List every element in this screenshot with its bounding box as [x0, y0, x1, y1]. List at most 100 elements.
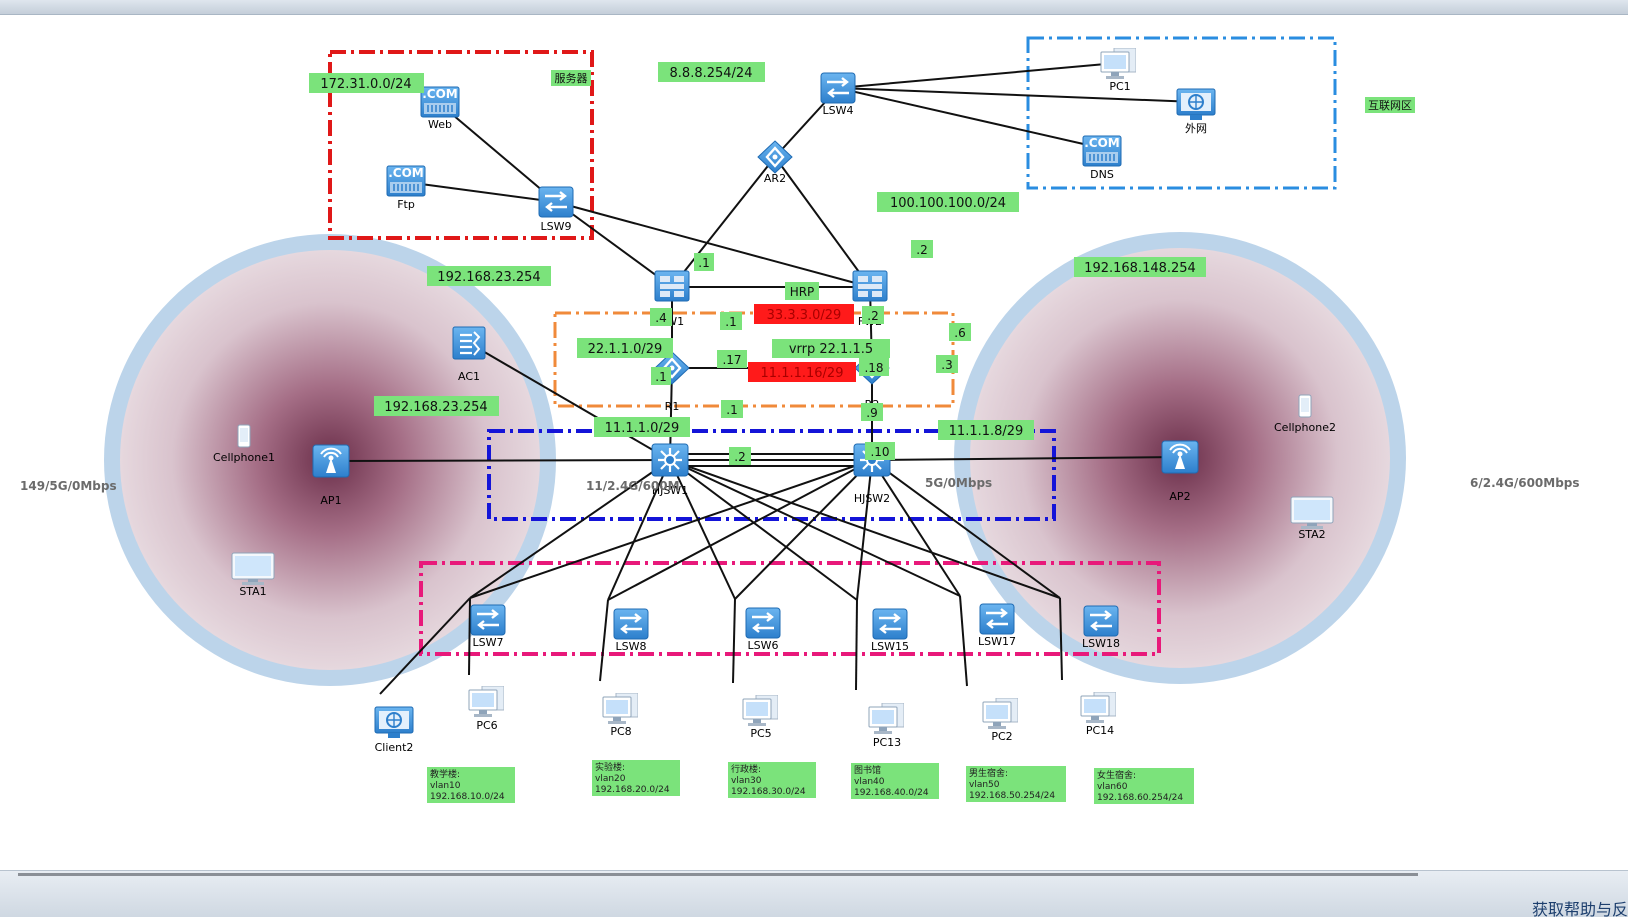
- net-172-label: 172.31.0.0/24: [320, 77, 411, 92]
- gw-23-top-label: 192.168.23.254: [437, 270, 540, 285]
- internet-zone-label: 互联网区: [1368, 99, 1412, 112]
- vlan-note-2-line1: 实验楼:: [595, 761, 625, 773]
- access-zone-box: [419, 561, 1161, 656]
- core-zone-box: [487, 429, 1056, 521]
- if-1b-label: .1: [725, 315, 736, 329]
- device-lsw15[interactable]: LSW15: [871, 608, 909, 653]
- if-2a-bg: [911, 240, 933, 258]
- device-ac1[interactable]: AC1: [452, 326, 486, 383]
- vrrp-bg: [772, 339, 890, 358]
- if-1b-bg: [720, 312, 742, 330]
- vlan-note-1-line3: 192.168.10.0/24: [430, 792, 505, 802]
- if-4-bg: [650, 308, 672, 326]
- device-lsw6[interactable]: LSW6: [745, 607, 781, 652]
- dns-label: DNS: [1090, 168, 1114, 181]
- vlan-note-5-bg: [966, 766, 1066, 802]
- if-2c-label: .2: [734, 450, 745, 464]
- vlan-note-3-line3: 192.168.30.0/24: [731, 787, 806, 797]
- net-100-label: 100.100.100.0/24: [890, 196, 1006, 211]
- device-external-network[interactable]: 外网: [1176, 88, 1216, 135]
- device-ap2[interactable]: AP2: [1161, 440, 1199, 503]
- device-pc8[interactable]: PC8: [602, 693, 638, 738]
- net-11-0-bg: [594, 417, 690, 437]
- if-1c-bg: [651, 367, 671, 385]
- if-9-bg: [861, 403, 883, 421]
- window-title-bar: [0, 0, 1628, 15]
- hjsw1-label: HJSW1: [652, 484, 688, 497]
- lsw8-label: LSW8: [616, 640, 647, 653]
- net-172-bg: [309, 73, 424, 93]
- vlan-note-2-line2: vlan20: [595, 774, 626, 784]
- device-cellphone2[interactable]: Cellphone2: [1274, 394, 1336, 434]
- net-100-bg: [877, 192, 1019, 212]
- if-10-bg: [865, 442, 895, 460]
- device-cellphone1[interactable]: Cellphone1: [213, 424, 275, 464]
- device-lsw9[interactable]: LSW9: [538, 186, 574, 233]
- gw-23-top-bg: [427, 266, 551, 286]
- lsw18-label: LSW18: [1082, 637, 1120, 650]
- device-web-server[interactable]: .COM Web: [420, 86, 460, 131]
- device-client2[interactable]: Client2: [374, 706, 414, 754]
- if-1d-label: .1: [726, 403, 737, 417]
- device-pc13[interactable]: PC13: [868, 703, 904, 749]
- lsw17-label: LSW17: [978, 635, 1016, 648]
- device-dns-server[interactable]: .COM DNS: [1082, 135, 1122, 181]
- help-feedback-link[interactable]: 获取帮助与反: [1531, 900, 1628, 919]
- sta2-label: STA2: [1298, 528, 1325, 541]
- if-9-label: .9: [866, 406, 877, 420]
- cellphone1-label: Cellphone1: [213, 451, 275, 464]
- device-pc2[interactable]: PC2: [982, 698, 1018, 743]
- device-hjsw1[interactable]: HJSW1: [651, 443, 689, 497]
- device-ar2[interactable]: AR2: [757, 140, 793, 185]
- net-11-16-label: 11.1.1.16/29: [761, 366, 844, 381]
- ap1-status-text: 149/5G/0Mbps: [20, 479, 117, 493]
- device-lsw17[interactable]: LSW17: [978, 603, 1016, 648]
- vlan-note-6-line3: 192.168.60.254/24: [1097, 793, 1183, 803]
- dns-com-text: .COM: [1084, 136, 1120, 150]
- device-pc1[interactable]: PC1: [1100, 48, 1136, 93]
- vlan-note-3-line2: vlan30: [731, 776, 762, 786]
- vrrp-label: vrrp 22.1.1.5: [789, 342, 873, 357]
- device-ftp-server[interactable]: .COM Ftp: [386, 165, 426, 211]
- internet-zone-box: [1026, 36, 1337, 190]
- device-r1[interactable]: R1: [654, 351, 690, 413]
- horizontal-scrollbar[interactable]: [18, 873, 1418, 876]
- client2-label: Client2: [375, 741, 414, 754]
- vlan-note-3-line1: 行政楼:: [731, 763, 761, 775]
- pc14-label: PC14: [1086, 724, 1114, 737]
- device-ap1[interactable]: AP1: [312, 444, 350, 507]
- vlan-note-2-bg: [592, 760, 680, 796]
- links: [330, 62, 1197, 695]
- if-3-bg: [936, 355, 958, 373]
- pc1-label: PC1: [1109, 80, 1130, 93]
- vlan-note-6-line1: 女生宿舍:: [1097, 769, 1136, 781]
- if-18-label: .18: [864, 361, 883, 375]
- hjsw1-status-text: 11/2.4G/600M: [586, 479, 680, 493]
- pc13-label: PC13: [873, 736, 901, 749]
- device-pc14[interactable]: PC14: [1080, 692, 1116, 737]
- device-lsw18[interactable]: LSW18: [1082, 605, 1120, 650]
- lsw15-label: LSW15: [871, 640, 909, 653]
- device-lsw7[interactable]: LSW7: [470, 604, 506, 649]
- device-lsw8[interactable]: LSW8: [613, 608, 649, 653]
- if-17-label: .17: [722, 353, 741, 367]
- net-33-label: 33.3.3.0/29: [767, 308, 842, 323]
- device-pc5[interactable]: PC5: [742, 695, 778, 740]
- if-1a-label: .1: [698, 256, 709, 270]
- hjsw2-status-text: 5G/0Mbps: [925, 476, 992, 490]
- device-hjsw2[interactable]: HJSW2: [853, 443, 891, 505]
- if-2b-bg: [862, 306, 884, 324]
- device-lsw4[interactable]: LSW4: [820, 72, 856, 117]
- vlan-note-5-line3: 192.168.50.254/24: [969, 791, 1055, 801]
- if-10-label: .10: [870, 445, 889, 459]
- cellphone2-label: Cellphone2: [1274, 421, 1336, 434]
- device-pc6[interactable]: PC6: [468, 686, 504, 732]
- vlan-note-4-line1: 图书馆: [854, 764, 881, 776]
- device-sta1[interactable]: STA1: [231, 552, 275, 598]
- if-4-label: .4: [655, 311, 666, 325]
- ap2-status-text: 6/2.4G/600Mbps: [1470, 476, 1580, 490]
- device-sta2[interactable]: STA2: [1290, 496, 1334, 541]
- hrp-bg: [785, 282, 819, 300]
- if-3-label: .3: [941, 358, 952, 372]
- lsw4-label: LSW4: [823, 104, 854, 117]
